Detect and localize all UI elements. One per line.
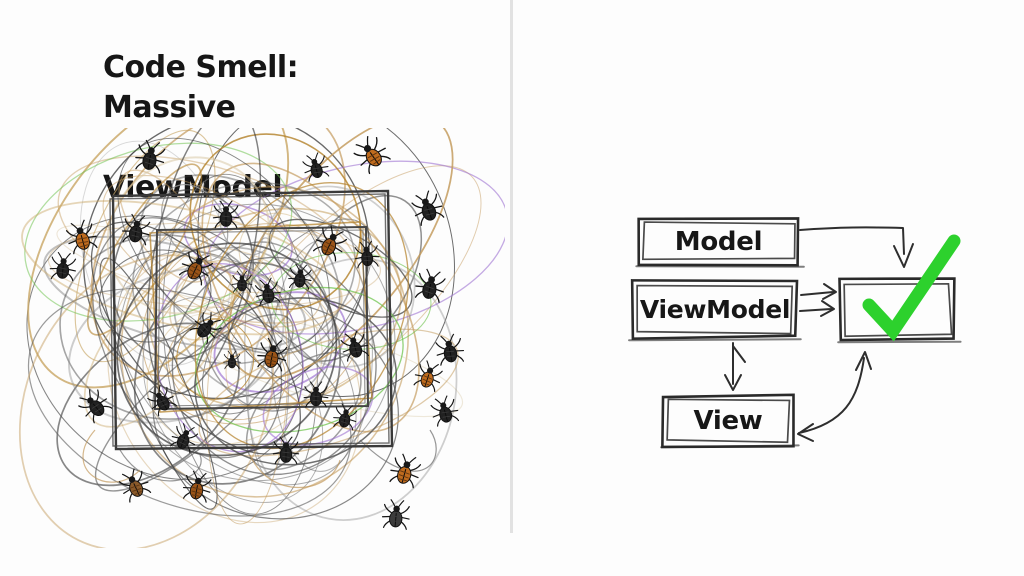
bug-icon: [435, 333, 465, 366]
view-node: View: [693, 406, 763, 436]
model-to-check-arrow: [799, 226, 905, 255]
bug-icon: [430, 395, 460, 427]
viewmodel-to-check-arrow-bottom: [799, 300, 835, 317]
bug-icon: [414, 268, 446, 303]
bug-icon: [170, 423, 199, 454]
bug-icon: [288, 263, 312, 290]
bug-icon: [49, 251, 77, 282]
bug-icon: [189, 312, 222, 345]
bug-icon: [257, 337, 288, 372]
bug-swarm: [49, 136, 465, 530]
model-arrowhead-icon: [893, 243, 914, 268]
bug-icon: [182, 470, 212, 503]
bug-icon: [78, 389, 113, 424]
bug-icon: [413, 360, 443, 393]
bug-icon: [340, 330, 370, 362]
tangled-code-drawing: [18, 128, 505, 548]
checkmark-icon: [862, 234, 961, 342]
code-smell-panel: Code Smell: Massive ViewModel: [0, 0, 511, 576]
bug-icon: [272, 436, 300, 465]
code-smell-title-line1: Code Smell: Massive: [103, 50, 299, 125]
viewmodel-node: ViewModel: [639, 295, 791, 324]
bug-icon: [389, 453, 422, 489]
check-box: [837, 277, 962, 344]
diagram-boxes: [628, 217, 962, 449]
bug-icon: [381, 498, 410, 530]
bug-icon: [254, 277, 281, 307]
bug-icon: [223, 350, 241, 370]
massive-viewmodel-box: [109, 189, 394, 451]
bug-icon: [231, 270, 253, 293]
bug-icon: [118, 468, 152, 503]
bug-icon: [212, 200, 240, 229]
bug-icon: [333, 403, 358, 431]
bug-icon: [303, 381, 329, 408]
bug-icon: [353, 136, 391, 175]
bug-icon: [302, 152, 330, 182]
bug-icon: [411, 190, 445, 226]
diagram-arrows: [724, 226, 914, 442]
model-box: [635, 217, 805, 268]
bug-icon: [312, 225, 348, 262]
bug-icon: [147, 385, 177, 417]
viewmodel-to-view-arrow: [724, 342, 746, 391]
viewmodel-to-check-arrow-top: [800, 283, 837, 300]
model-node: Model: [674, 227, 763, 257]
bug-icon: [354, 240, 380, 269]
bug-icon: [178, 249, 214, 286]
bug-icon: [65, 219, 98, 255]
viewmodel-box: [628, 279, 802, 342]
bug-icon: [121, 213, 151, 246]
panel-divider: [510, 0, 513, 533]
bug-icon: [135, 139, 166, 174]
view-box: [660, 393, 800, 449]
view-to-check-arrow: [797, 351, 872, 442]
